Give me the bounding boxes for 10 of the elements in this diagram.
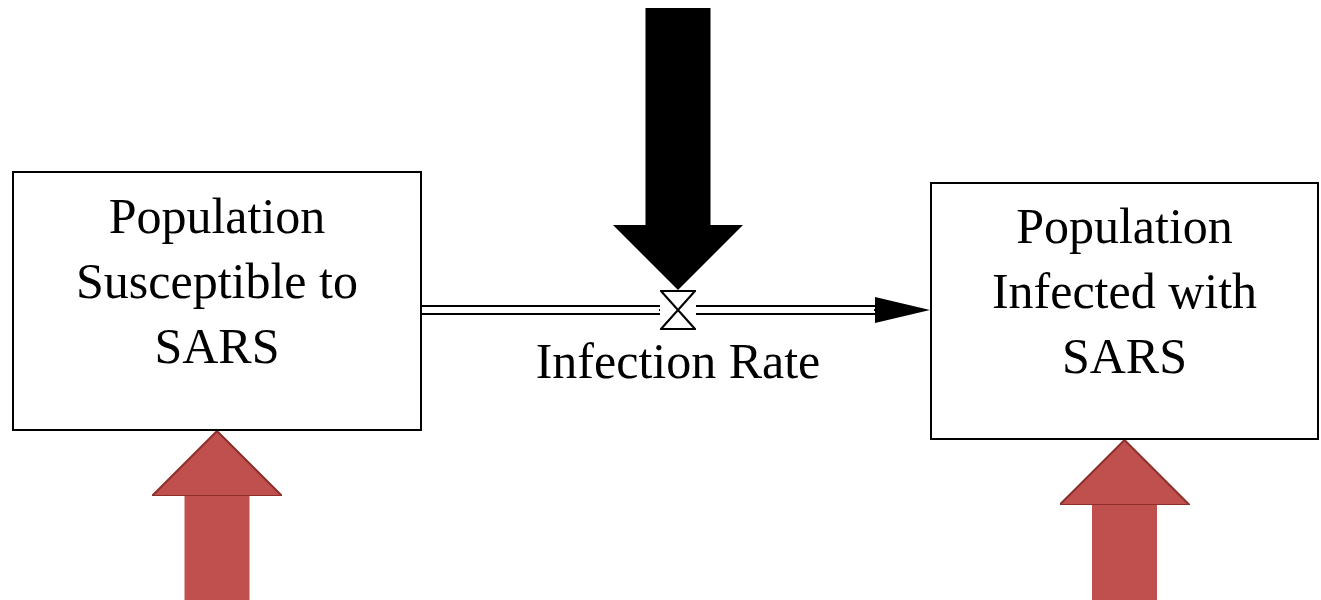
block-arrow (1058, 439, 1191, 600)
flow-label: Infection Rate (535, 334, 821, 389)
block-arrow (613, 8, 743, 290)
stock-box (930, 182, 1319, 440)
flow-pipe (421, 305, 661, 315)
stock-label: Population Susceptible to SARS (75, 186, 359, 376)
stock-label: Population Infected with SARS (990, 196, 1259, 386)
stock-box (12, 171, 422, 431)
flow-pipe (695, 297, 930, 323)
block-arrow (151, 430, 283, 600)
